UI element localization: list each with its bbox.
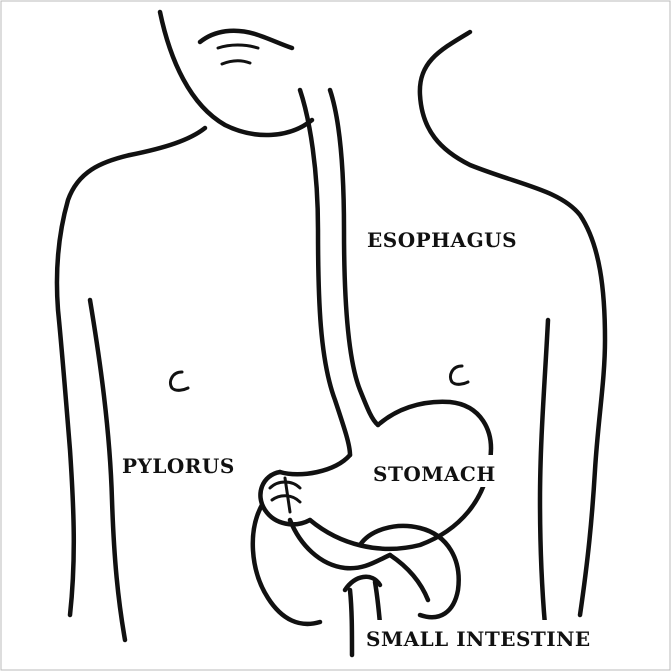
nipple-left	[170, 372, 188, 390]
esophagus-right-wall	[330, 90, 378, 425]
stomach-lesser-curve	[280, 455, 350, 474]
pylorus-detail-2	[272, 496, 300, 502]
pylorus	[260, 472, 310, 524]
body-outline	[57, 12, 605, 640]
duodenum-inner	[290, 520, 390, 568]
label-small-intestine: SMALL INTESTINE	[366, 627, 591, 651]
nipple-right	[450, 366, 468, 384]
inner-arm-left	[90, 300, 125, 640]
inner-arm-right	[540, 320, 548, 625]
intestine-descending-left	[350, 590, 352, 655]
label-pylorus: PYLORUS	[122, 454, 235, 478]
label-esophagus: ESOPHAGUS	[367, 228, 517, 252]
label-stomach: STOMACH	[373, 462, 496, 486]
mouth-lower	[218, 45, 258, 48]
lip-line	[222, 61, 250, 64]
intestine-loop-2	[390, 555, 428, 600]
neck-right	[420, 32, 605, 615]
esophagus	[300, 90, 378, 455]
